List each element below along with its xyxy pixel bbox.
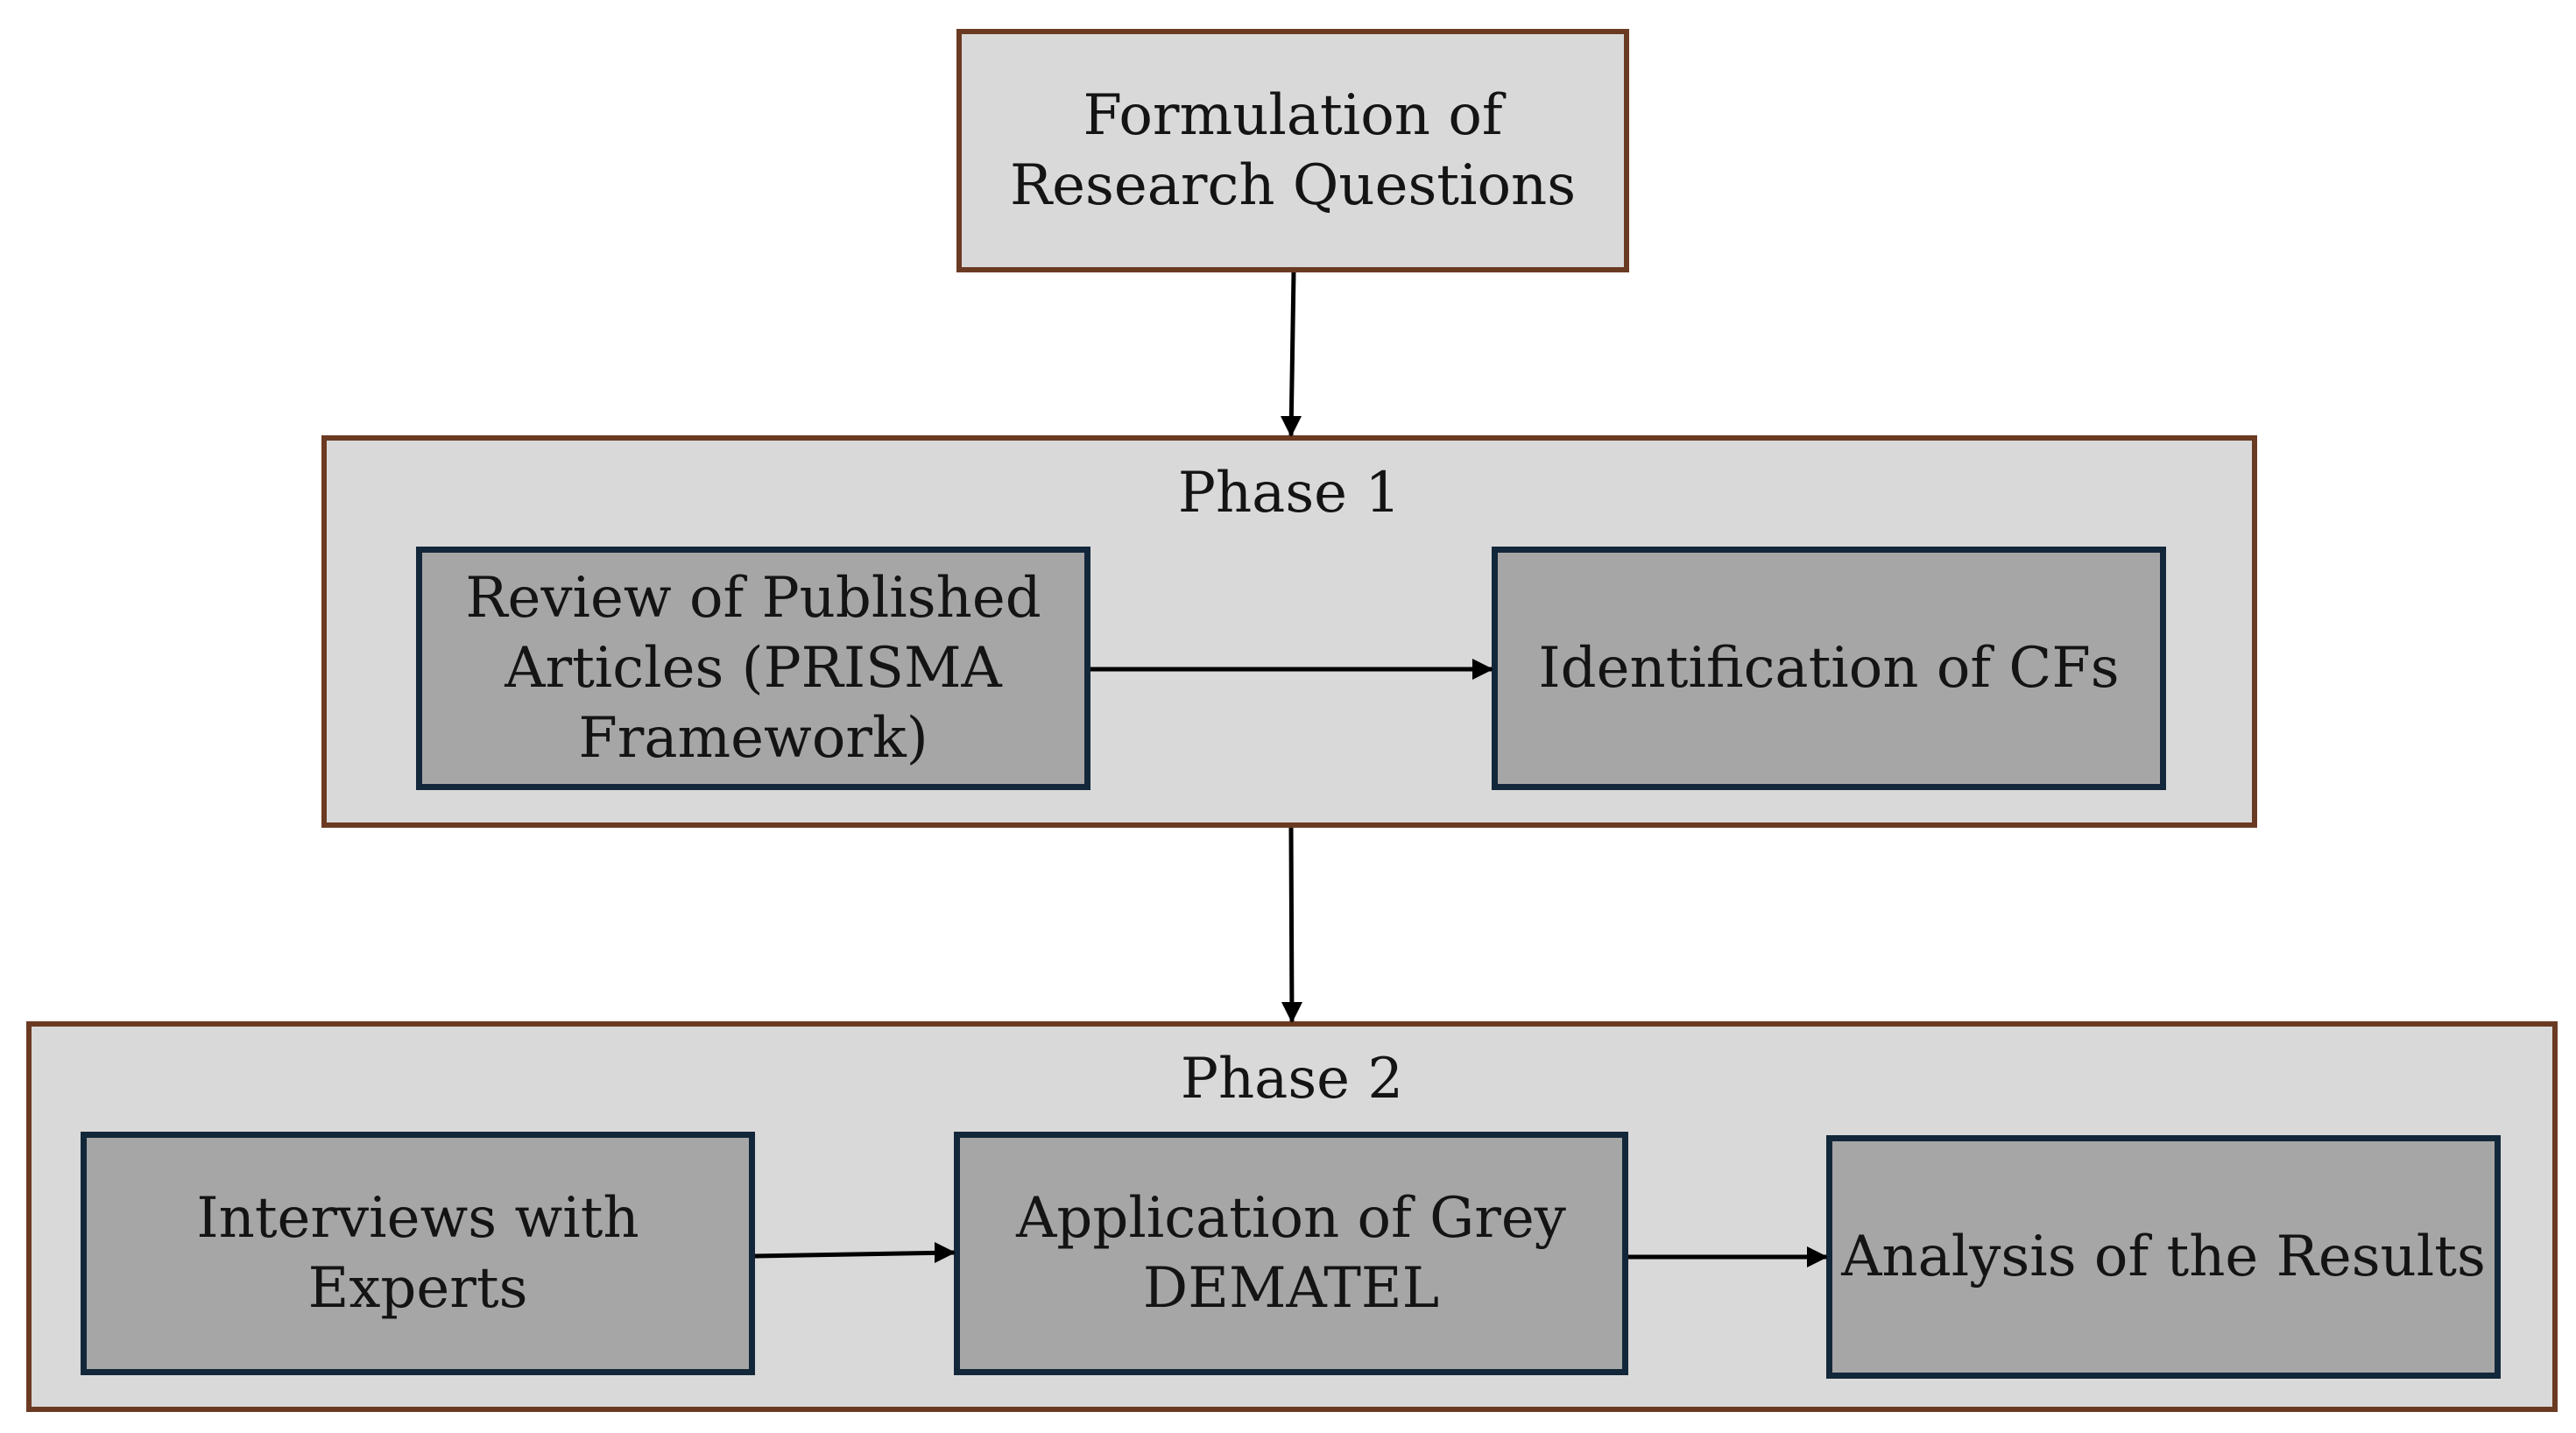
- review-published-articles-box: Review of Published Articles (PRISMA Fra…: [416, 547, 1090, 790]
- identification-cfs-box: Identification of CFs: [1492, 547, 2166, 790]
- arrow-questions-to-phase1: [1288, 272, 1296, 436]
- arrowhead-phase1-to-phase2: [1281, 1002, 1302, 1023]
- research-questions-box: Formulation of Research Questions: [956, 29, 1629, 272]
- analysis-results-box: Analysis of the Results: [1826, 1135, 2501, 1379]
- phase-1-title: Phase 1: [1177, 461, 1401, 526]
- arrowhead-questions-to-phase1: [1281, 416, 1302, 437]
- interviews-experts-box: Interviews with Experts: [81, 1132, 755, 1375]
- arrow-phase1-to-phase2: [1288, 827, 1295, 1022]
- grey-dematel-box: Application of Grey DEMATEL: [954, 1132, 1628, 1375]
- phase-2-title: Phase 2: [1180, 1047, 1404, 1112]
